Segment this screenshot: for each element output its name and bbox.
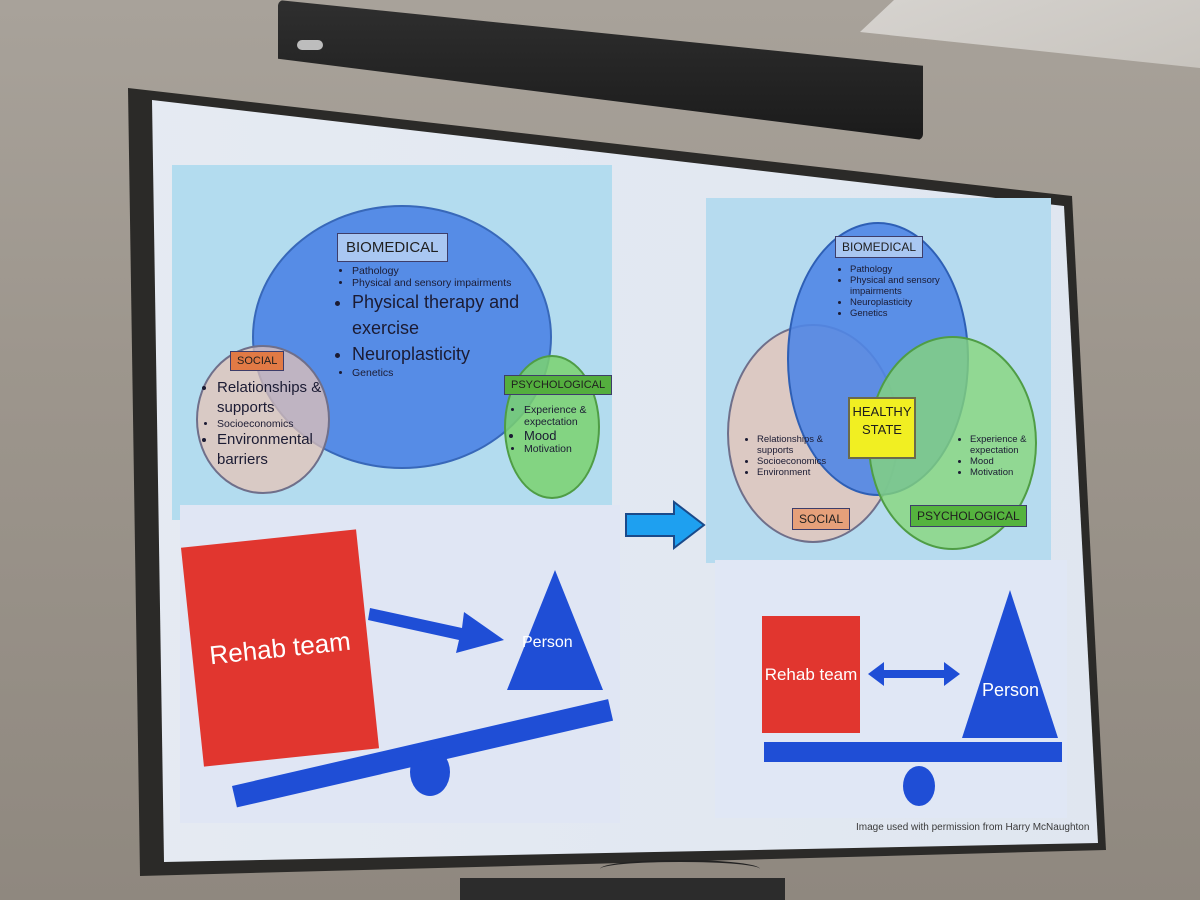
- biomedical-label: BIOMEDICAL: [337, 233, 448, 262]
- list-item: Environmental barriers: [217, 430, 332, 470]
- rehab-team-box: Rehab team: [180, 529, 380, 767]
- transition-arrow-icon: [625, 500, 706, 550]
- person-triangle: [962, 590, 1058, 738]
- list-item: Mood: [524, 428, 609, 443]
- person-triangle: [507, 570, 603, 690]
- list-item: Genetics: [850, 308, 960, 319]
- list-item: Physical therapy and exercise: [352, 289, 542, 341]
- list-item: Experience & expectation: [970, 434, 1045, 456]
- psychological-label: PSYCHOLOGICAL: [910, 505, 1027, 527]
- list-item: Pathology: [850, 264, 960, 275]
- list-item: Physical and sensory impairments: [850, 275, 960, 297]
- biomedical-list: Pathology Physical and sensory impairmen…: [838, 264, 960, 319]
- tv-mount: [460, 878, 785, 900]
- seesaw-fulcrum: [903, 766, 935, 806]
- list-item: Relationships & supports: [217, 378, 332, 418]
- social-list: Relationships & supports Socioeconomics …: [745, 434, 852, 478]
- social-list: Relationships & supports Socioeconomics …: [205, 378, 332, 470]
- rehab-team-box: Rehab team: [762, 616, 860, 733]
- list-item: Relationships & supports: [757, 434, 852, 456]
- list-item: Socioeconomics: [757, 456, 852, 467]
- person-label: Person: [522, 634, 573, 651]
- cable: [600, 860, 760, 878]
- list-item: Neuroplasticity: [352, 341, 542, 367]
- biomedical-label: BIOMEDICAL: [835, 236, 924, 258]
- social-label: SOCIAL: [792, 508, 851, 530]
- list-item: Neuroplasticity: [850, 297, 960, 308]
- psychological-list: Experience & expectation Mood Motivation: [512, 404, 609, 455]
- push-arrow-icon: [368, 608, 504, 653]
- image-credit: Image used with permission from Harry Mc…: [856, 822, 1090, 833]
- list-item: Motivation: [524, 443, 609, 455]
- seesaw-beam: [764, 742, 1062, 762]
- seesaw-fulcrum: [410, 748, 450, 796]
- list-item: Genetics: [352, 367, 542, 379]
- double-arrow-icon: [868, 662, 960, 686]
- list-item: Motivation: [970, 467, 1045, 478]
- list-item: Environment: [757, 467, 852, 478]
- soundbar-logo: [297, 40, 323, 50]
- psychological-label: PSYCHOLOGICAL: [504, 375, 613, 395]
- person-label: Person: [982, 680, 1040, 700]
- list-item: Mood: [970, 456, 1045, 467]
- list-item: Experience & expectation: [524, 404, 609, 428]
- psychological-list: Experience & expectation Mood Motivation: [958, 434, 1045, 478]
- social-circle: [196, 345, 330, 494]
- healthy-state-box: HEALTHY STATE: [848, 397, 916, 459]
- list-item: Physical and sensory impairments: [352, 277, 542, 289]
- list-item: Socioeconomics: [217, 418, 332, 430]
- biomedical-list: Pathology Physical and sensory impairmen…: [340, 265, 542, 379]
- list-item: Pathology: [352, 265, 542, 277]
- social-label: SOCIAL: [230, 351, 285, 371]
